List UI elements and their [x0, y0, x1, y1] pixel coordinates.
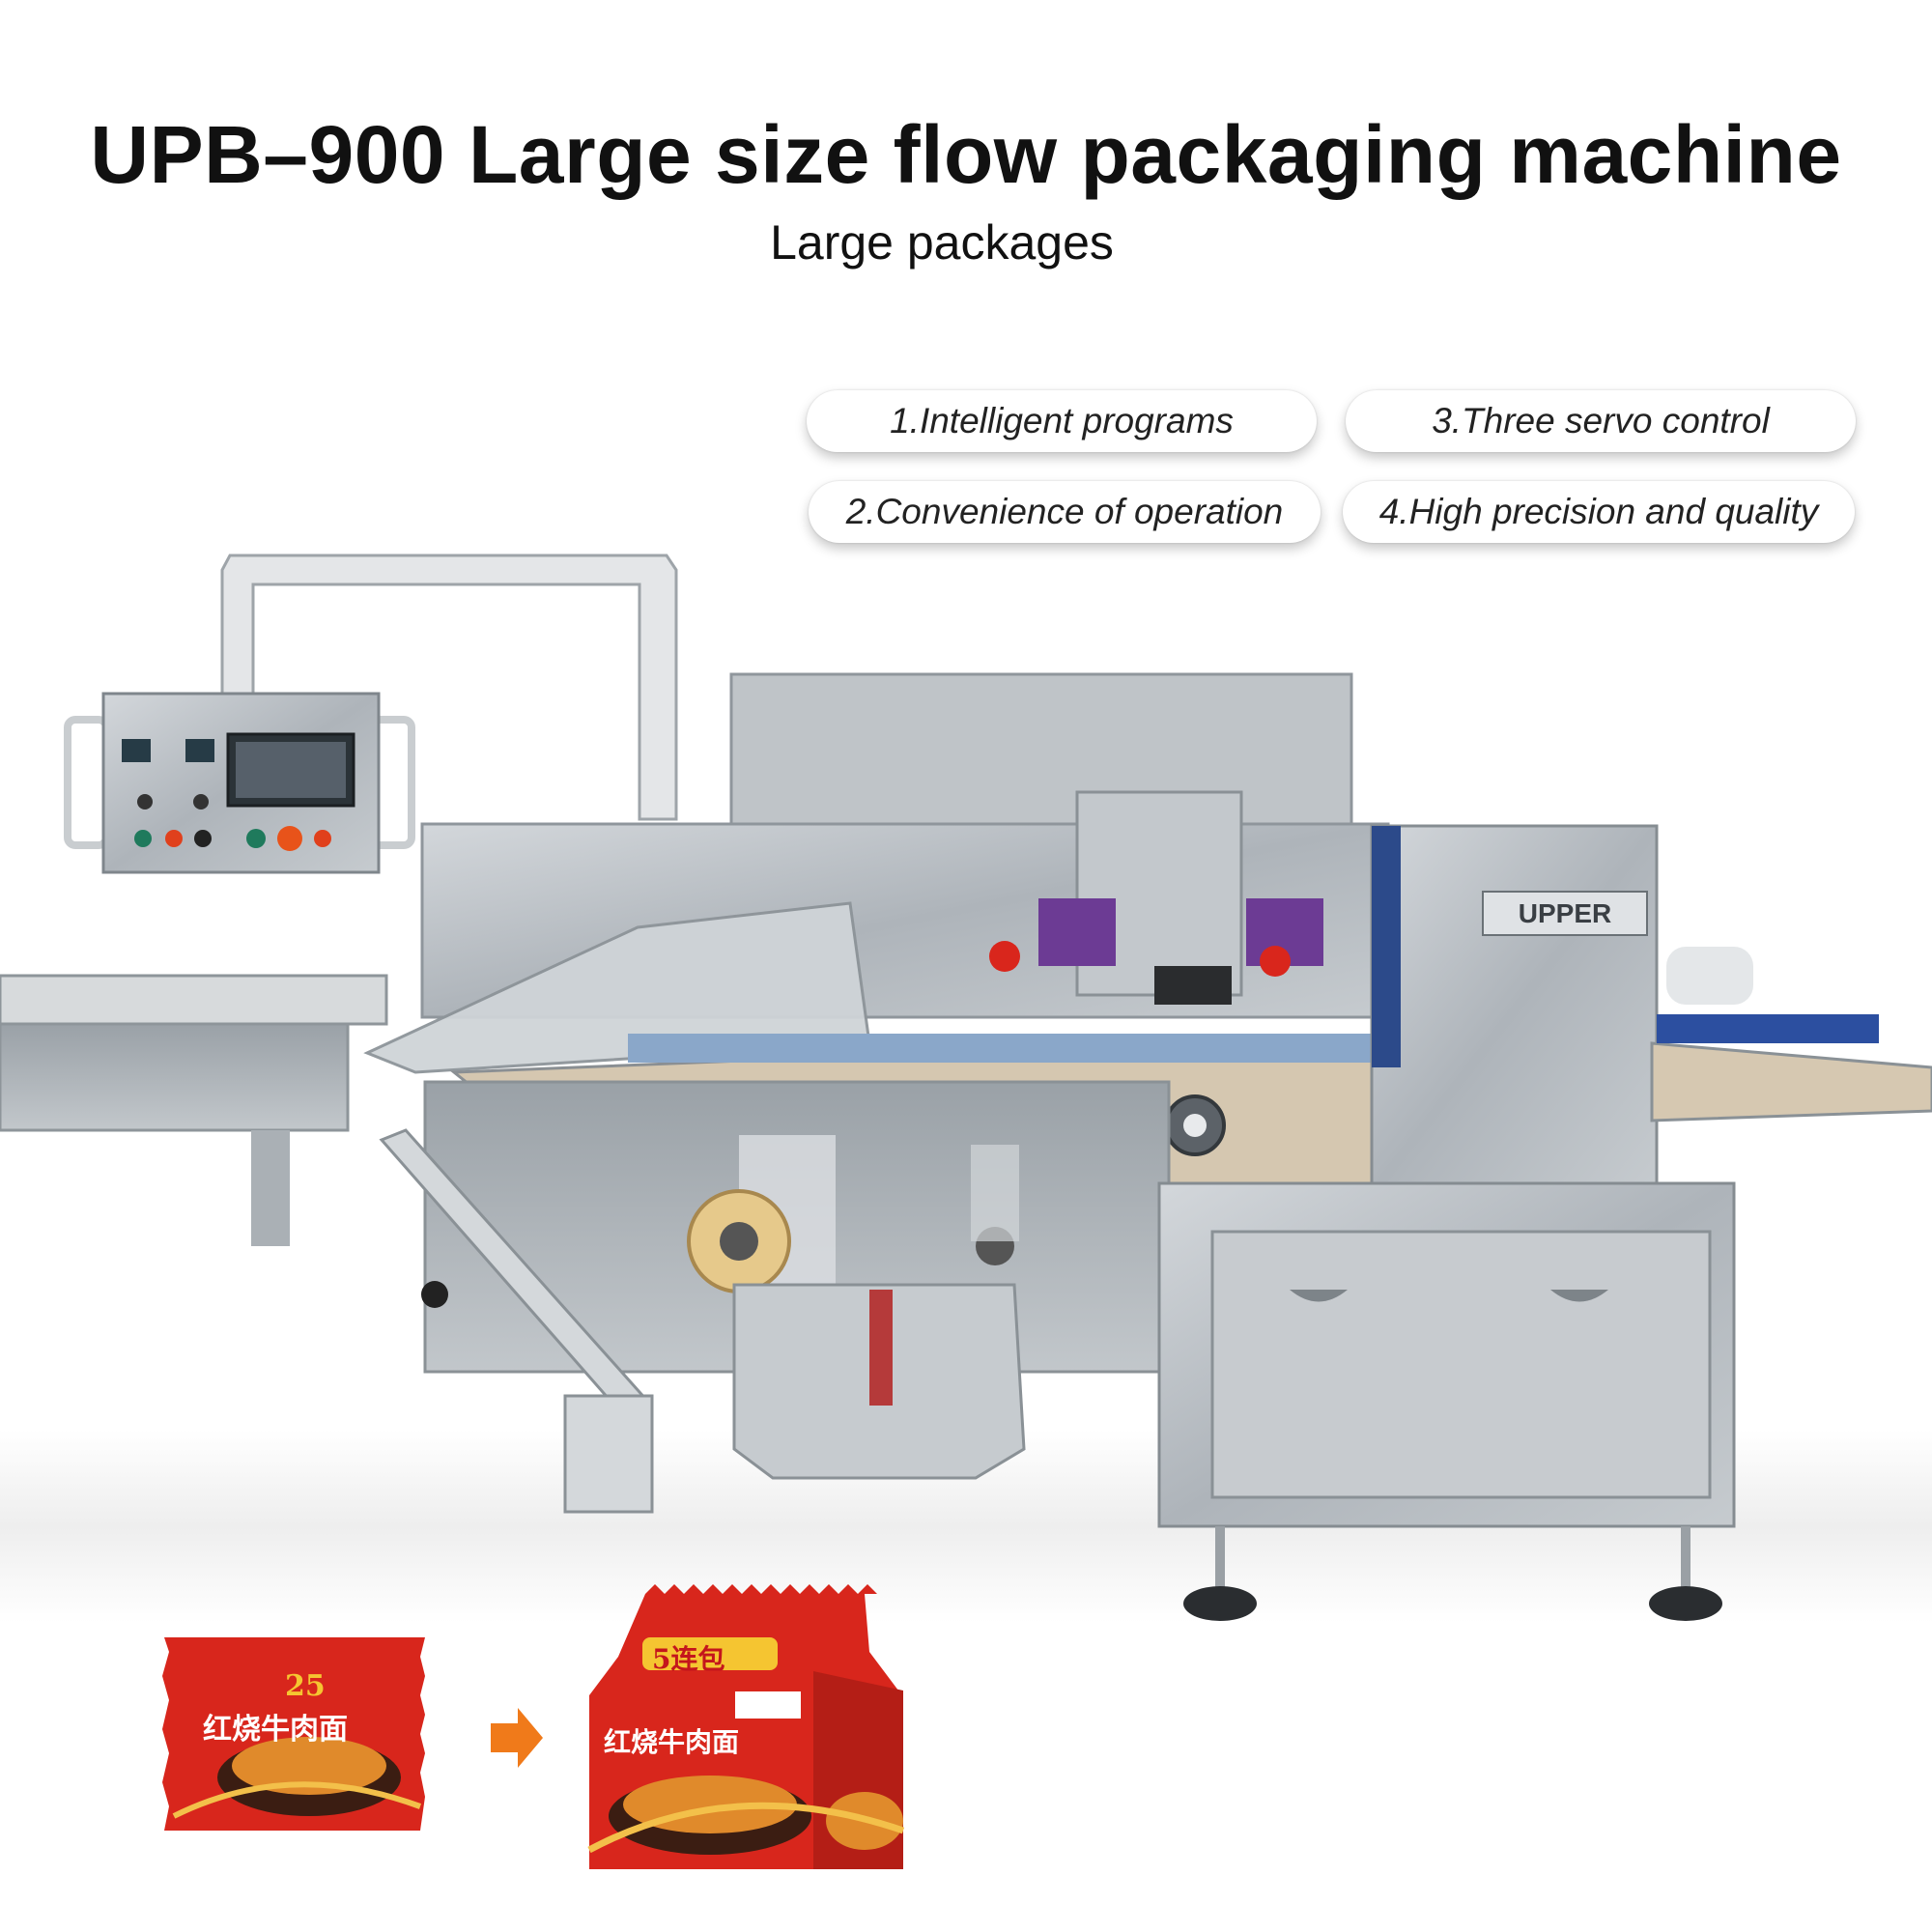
- control-panel: [64, 692, 415, 874]
- temperature-display: [185, 739, 214, 762]
- feature-pill-4: 4.High precision and quality: [1343, 481, 1855, 543]
- lock-knob[interactable]: [421, 1281, 448, 1308]
- control-arm: [220, 554, 678, 821]
- feature-label: 3.Three servo control: [1432, 401, 1770, 440]
- rear-panel: [729, 672, 1353, 831]
- red-knob[interactable]: [1260, 946, 1291, 977]
- start-button[interactable]: [134, 830, 152, 847]
- page-subtitle: Large packages: [770, 215, 1114, 270]
- multi-noodle-pack: [587, 1584, 905, 1869]
- arrow-icon: [491, 1708, 543, 1768]
- stop-button[interactable]: [165, 830, 183, 847]
- single-noodle-pack: [162, 1637, 425, 1831]
- leveling-feet: [1183, 1526, 1722, 1621]
- dial-knob[interactable]: [137, 794, 153, 810]
- control-button[interactable]: [314, 830, 331, 847]
- multi-pack-label: 红烧牛肉面: [604, 1726, 740, 1758]
- single-pack-badge: 25: [285, 1669, 326, 1703]
- feature-pill-2: 2.Convenience of operation: [809, 481, 1321, 543]
- base-cabinet: [1157, 1181, 1736, 1528]
- dial-knob[interactable]: [193, 794, 209, 810]
- feature-pill-1: 1.Intelligent programs: [807, 390, 1317, 452]
- control-button[interactable]: [194, 830, 212, 847]
- single-pack-label: 红烧牛肉面: [203, 1713, 348, 1747]
- feature-label: 1.Intelligent programs: [890, 401, 1234, 440]
- door-handle[interactable]: [1550, 1290, 1608, 1302]
- run-button[interactable]: [246, 829, 266, 848]
- conveyor-belt: [628, 1034, 1381, 1063]
- red-knob[interactable]: [989, 941, 1020, 972]
- door-handle[interactable]: [1290, 1290, 1348, 1302]
- temperature-display: [122, 739, 151, 762]
- feature-pill-3: 3.Three servo control: [1346, 390, 1856, 452]
- brand-logo: UPPER: [1519, 898, 1611, 928]
- page-title: UPB–900 Large size flow packaging machin…: [90, 109, 1842, 200]
- end-sealer-cabinet: [1370, 824, 1659, 1195]
- multi-pack-badge: 5连包: [652, 1643, 725, 1675]
- longitudinal-sealer: [989, 790, 1323, 1005]
- film-forming-plate: [363, 901, 871, 1074]
- film-roller: [971, 1145, 1019, 1265]
- emergency-stop-button[interactable]: [277, 826, 302, 851]
- infeed-conveyor: [0, 974, 388, 1246]
- feature-label: 4.High precision and quality: [1378, 492, 1819, 531]
- feature-label: 2.Convenience of operation: [845, 492, 1284, 531]
- outfeed-conveyor: [1650, 1041, 1932, 1122]
